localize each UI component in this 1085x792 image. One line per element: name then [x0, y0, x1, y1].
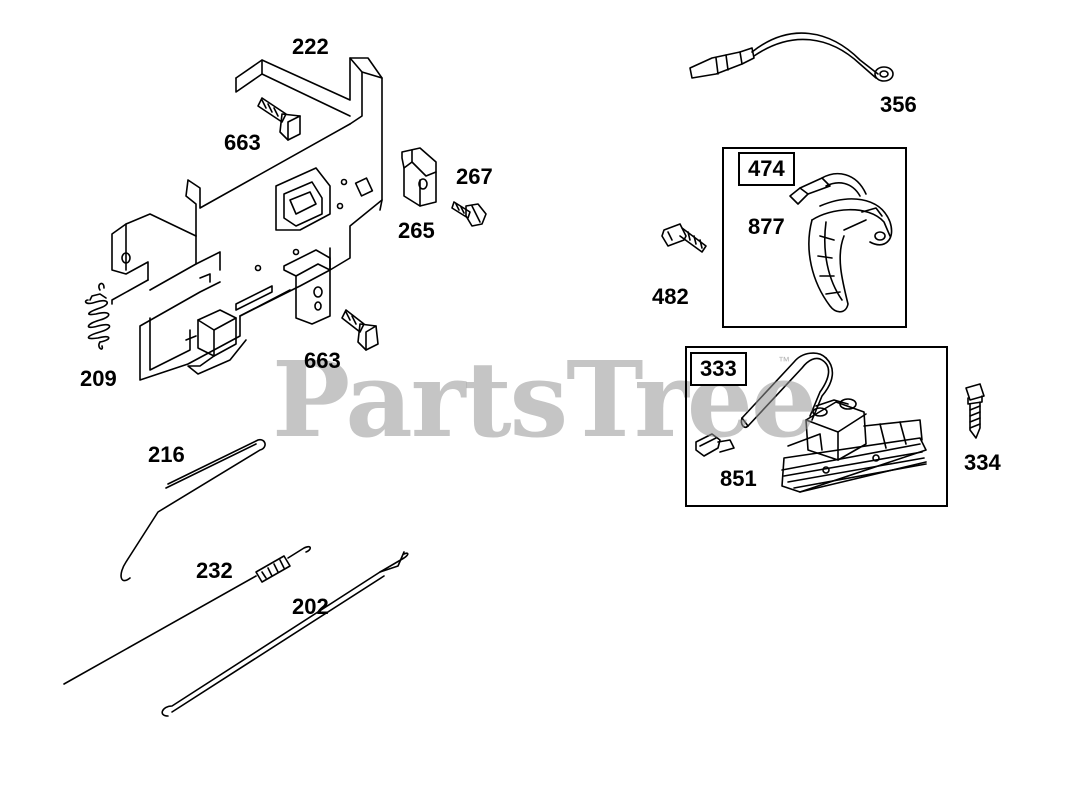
- bolt-663-upper: [257, 97, 301, 141]
- bracket-265: [401, 147, 437, 207]
- part-label-209[interactable]: 209: [80, 366, 117, 391]
- part-label-222[interactable]: 222: [292, 34, 329, 59]
- armature-877: [789, 172, 893, 313]
- screw-482: [661, 223, 707, 253]
- group-box-333: [685, 346, 948, 507]
- part-label-877[interactable]: 877: [748, 214, 785, 239]
- governor-link-216: [120, 438, 266, 582]
- part-label-267[interactable]: 267: [456, 164, 493, 189]
- part-label-474[interactable]: 474: [738, 152, 795, 186]
- group-box-474: [722, 147, 907, 328]
- spring-209: [84, 282, 111, 350]
- part-label-663-upper[interactable]: 663: [224, 130, 261, 155]
- part-label-202[interactable]: 202: [292, 594, 329, 619]
- part-label-216[interactable]: 216: [148, 442, 185, 467]
- bolt-663-lower: [341, 309, 379, 351]
- part-label-265[interactable]: 265: [398, 218, 435, 243]
- spring-wire-232: [63, 545, 312, 685]
- screw-334: [965, 383, 985, 439]
- screw-267: [451, 201, 487, 227]
- trademark-symbol: ™: [778, 354, 790, 368]
- part-label-663-lower[interactable]: 663: [304, 348, 341, 373]
- part-label-333[interactable]: 333: [690, 352, 747, 386]
- control-bracket-222: [111, 57, 383, 381]
- part-label-851[interactable]: 851: [720, 466, 757, 491]
- part-label-482[interactable]: 482: [652, 284, 689, 309]
- part-label-232[interactable]: 232: [196, 558, 233, 583]
- part-label-334[interactable]: 334: [964, 450, 1001, 475]
- part-label-356[interactable]: 356: [880, 92, 917, 117]
- throttle-link-202: [161, 551, 409, 717]
- ground-wire-356: [689, 32, 894, 82]
- ignition-armature-333: [695, 352, 927, 493]
